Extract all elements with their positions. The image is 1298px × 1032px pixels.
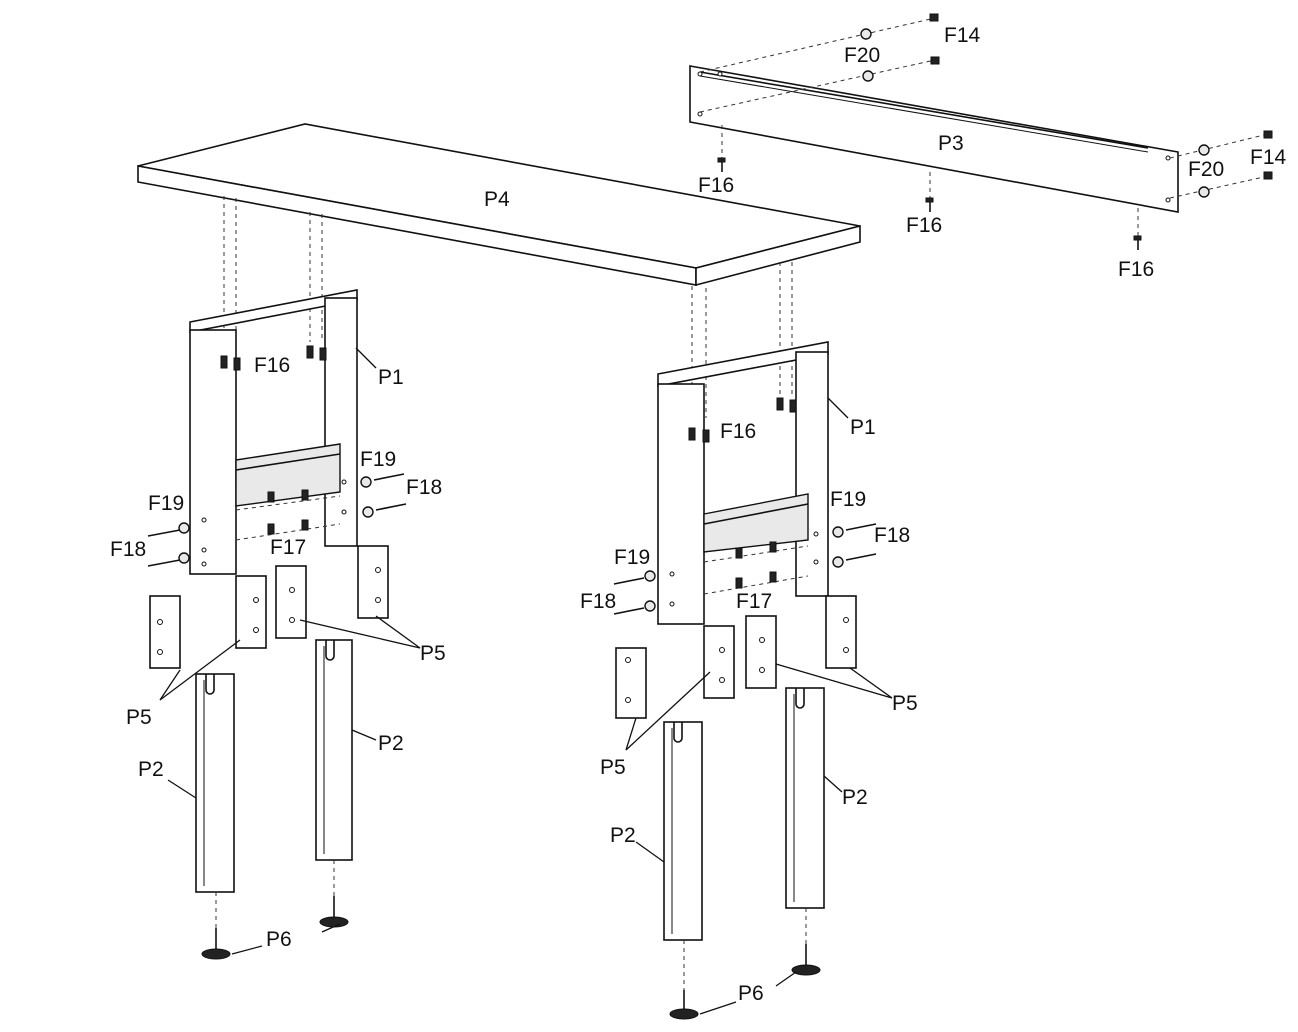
label-p6-left: P6 (266, 928, 292, 951)
label-f19-right-b: F19 (614, 546, 650, 569)
back-panel-p3 (689, 65, 1179, 213)
label-p5-right-a: P5 (600, 756, 626, 779)
label-f17-left: F17 (270, 536, 306, 559)
label-f19-left-b: F19 (148, 492, 184, 515)
label-f14-right: F14 (1250, 146, 1287, 169)
label-f18-right-a: F18 (874, 524, 910, 547)
label-p2-left-a: P2 (138, 758, 164, 781)
leg-right-front (663, 721, 703, 941)
right-brackets-p5 (615, 595, 857, 719)
left-brackets-p5 (149, 545, 389, 669)
label-f16-left-frame: F16 (254, 354, 290, 377)
label-p2-left-b: P2 (378, 732, 404, 755)
leg-right-back (785, 687, 825, 909)
label-f16-right-frame: F16 (720, 420, 756, 443)
label-f18-left-a: F18 (406, 476, 442, 499)
legs-p2 (195, 639, 825, 941)
label-p5-right-b: P5 (892, 692, 918, 715)
label-p6-right: P6 (738, 982, 764, 1005)
label-f19-left-a: F19 (360, 448, 396, 471)
feet-p6 (201, 860, 821, 1020)
label-f16-p3-right: F16 (1118, 258, 1154, 281)
label-f20-top: F20 (844, 44, 880, 67)
label-f18-right-b: F18 (580, 590, 616, 613)
label-p3: P3 (938, 132, 964, 155)
label-f16-p3-left: F16 (698, 174, 734, 197)
leg-left-back (315, 639, 353, 861)
label-p4: P4 (484, 188, 510, 211)
label-p2-right-a: P2 (610, 824, 636, 847)
label-f16-p3-mid: F16 (906, 214, 942, 237)
right-frame-p1 (613, 341, 877, 625)
label-p2-right-b: P2 (842, 786, 868, 809)
back-panel-fasteners (699, 13, 1273, 250)
label-f18-left-b: F18 (110, 538, 146, 561)
label-f14-top: F14 (944, 24, 981, 47)
leg-left-front (195, 673, 235, 893)
label-p1-right: P1 (850, 416, 876, 439)
part-labels: F14 F20 P3 F20 F14 F16 F16 F16 P4 F16 P1… (110, 24, 1287, 1005)
label-p5-left-b: P5 (420, 642, 446, 665)
leader-lines (159, 347, 893, 1015)
label-f20-right: F20 (1188, 158, 1224, 181)
left-frame-p1 (147, 289, 407, 575)
worktop-p4 (137, 123, 861, 287)
label-p5-left-a: P5 (126, 706, 152, 729)
label-f19-right-a: F19 (830, 488, 866, 511)
label-f17-right: F17 (736, 590, 772, 613)
label-p1-left: P1 (378, 366, 404, 389)
